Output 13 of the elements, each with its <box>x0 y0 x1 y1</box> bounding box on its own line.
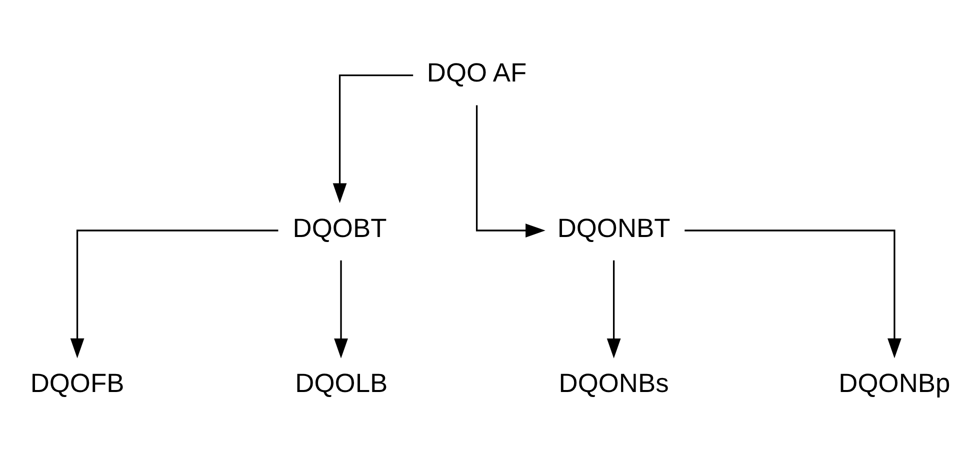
node-text: DQO AF <box>426 58 526 88</box>
arrow <box>70 230 278 358</box>
arrow <box>684 230 901 358</box>
arrow <box>606 260 620 358</box>
arrow <box>475 105 545 238</box>
arrow <box>334 260 348 358</box>
node-text: DQONBT <box>556 212 670 243</box>
node-text: DQOBT <box>292 212 386 243</box>
arrow <box>332 74 413 204</box>
node-text: DQOFB <box>30 368 124 398</box>
node-text: DQONBs <box>558 368 668 398</box>
node-text: DQOLB <box>294 368 388 398</box>
node-text: DQONBp <box>838 368 950 398</box>
